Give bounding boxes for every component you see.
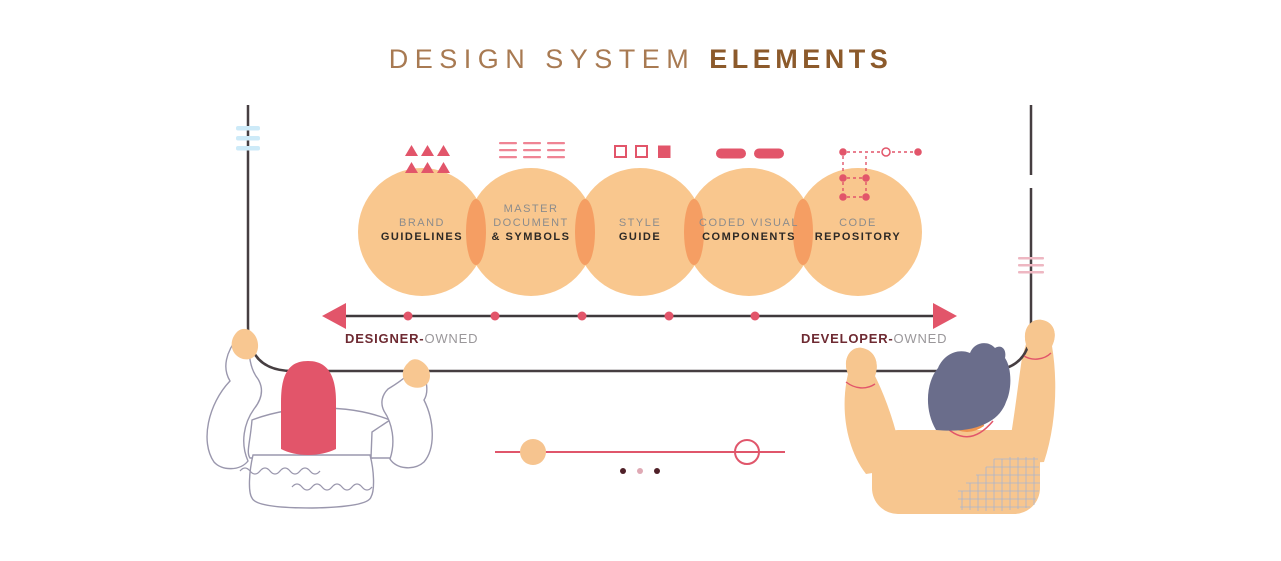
designer-owned-label: DESIGNER-OWNED [345,331,479,346]
arrow-dots [403,311,760,321]
developer-hair [927,343,1011,431]
designer-hands [231,328,431,388]
arrowhead-left [322,303,346,329]
circle-label-coded-visual-components: CODED VISUAL COMPONENTS [699,217,799,243]
divider-ornament [495,439,785,474]
circle-overlap [684,199,704,265]
circle-overlap [575,199,595,265]
frame-ticks-right [1018,257,1044,274]
designer-hair [281,361,336,455]
ornament-open-circle [734,439,760,465]
circle-label-code-repository: CODE REPOSITORY [814,217,902,243]
circle-overlap [793,199,813,265]
developer-owned-label: DEVELOPER-OWNED [801,331,948,346]
title-regular: DESIGN SYSTEM [388,44,696,74]
pills-icon [716,146,786,164]
circle-overlap [466,199,486,265]
arrowhead-right [933,303,957,329]
sleeve-cuff-lines [845,352,1052,389]
frame-ticks-left [236,126,260,151]
circle-label-master-document: MASTER DOCUMENT & SYMBOLS [491,203,571,243]
developer-hands [845,319,1055,387]
circle-label-style-guide: STYLE GUIDE [618,217,662,243]
ownership-arrow [322,303,957,329]
sweater-wave-line [239,467,321,475]
venn-circle-brand-guidelines [358,168,486,296]
circle-label-brand-guidelines: BRAND GUIDELINES [380,217,464,243]
vector-nodes-icon [835,143,927,210]
ornament-filled-circle [520,439,546,465]
squares-icon [614,145,672,164]
sweater-grid-pattern [958,457,1040,511]
venn-circle-style-guide [576,168,704,296]
venn-circle-coded-visual-components [685,168,813,296]
triangles-icon [405,144,453,181]
venn-circle-code-repository [794,168,922,296]
venn-circle-master-document [467,168,595,296]
page-title: DESIGN SYSTEM ELEMENTS [0,44,1281,75]
menu-lines-icon [499,141,565,166]
title-bold: ELEMENTS [709,44,893,74]
sweater-wave-line [291,483,373,491]
